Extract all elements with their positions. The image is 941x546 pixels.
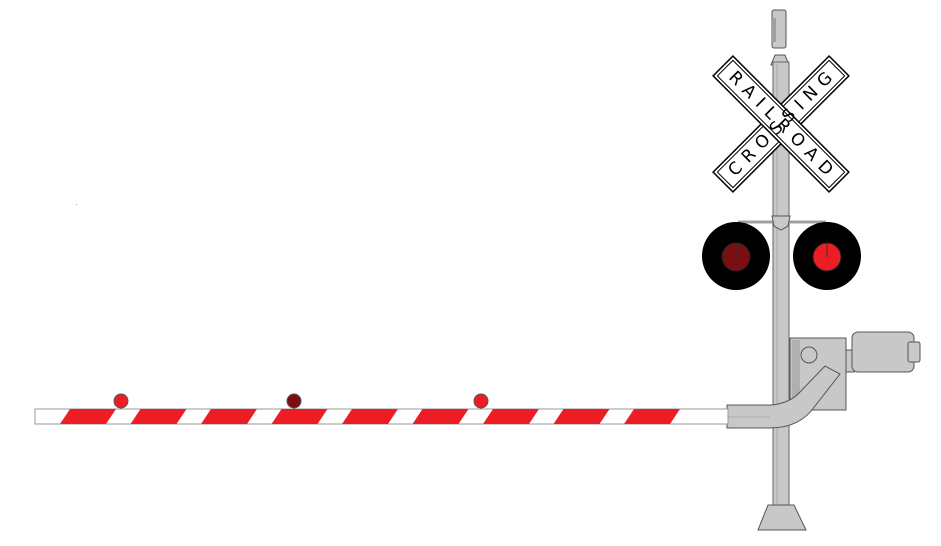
gate-light-3 bbox=[473, 393, 489, 409]
gate-arm-stripe bbox=[342, 409, 398, 424]
crossing-mast bbox=[757, 9, 807, 531]
gate-arm-stripe bbox=[60, 409, 116, 424]
stray-dot bbox=[76, 204, 77, 205]
mast-base bbox=[757, 504, 807, 531]
gate-mechanism bbox=[726, 331, 921, 429]
gate-counterweight bbox=[851, 331, 915, 373]
gate-light-1 bbox=[113, 393, 129, 409]
crossbuck-board-1 bbox=[712, 55, 850, 193]
flashing-signal-assembly bbox=[702, 215, 861, 290]
gate-arm-stripe bbox=[130, 409, 187, 424]
gate-arm-stripe bbox=[271, 409, 328, 424]
gate-arm-stripe bbox=[201, 409, 257, 424]
gate-arm bbox=[34, 393, 729, 425]
gate-pivot bbox=[800, 346, 818, 364]
signal-crossarm-bracket bbox=[771, 215, 791, 231]
gate-arm-stripe bbox=[624, 409, 680, 424]
gate-arm-stripe bbox=[483, 409, 539, 424]
gate-arm-stripe bbox=[412, 409, 469, 424]
gate-light-2 bbox=[286, 393, 302, 409]
mast-finial-shade bbox=[772, 18, 776, 42]
gate-arm-stripes bbox=[60, 409, 680, 424]
gate-arm-bracket bbox=[726, 365, 841, 429]
gate-arm-stripe bbox=[553, 409, 610, 424]
